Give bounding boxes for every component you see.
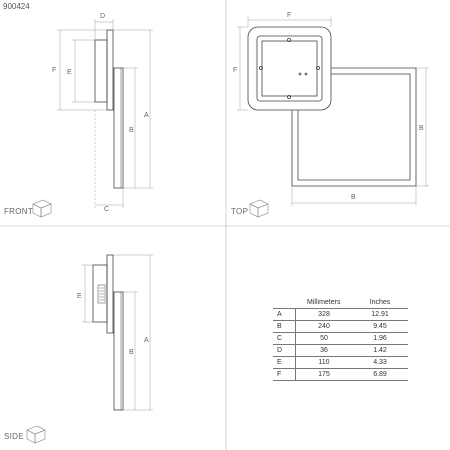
table-row: E 110 4.33 xyxy=(273,356,408,369)
top-view-cube-icon xyxy=(249,199,269,218)
row-key: D xyxy=(273,344,296,357)
row-inches: 9.45 xyxy=(352,320,408,333)
side-view xyxy=(92,254,124,411)
top-canopy-inner xyxy=(256,35,323,102)
table-row: A 328 12.91 xyxy=(273,308,408,321)
top-view xyxy=(247,26,417,187)
row-inches: 6.89 xyxy=(352,368,408,381)
dimensions-table: Millimeters Inches A 328 12.91 B 240 9.4… xyxy=(273,297,408,381)
side-dim-b: B xyxy=(129,349,134,356)
product-code: 900424 xyxy=(3,2,30,11)
row-millimeters: 175 xyxy=(295,368,352,381)
front-dim-f: F xyxy=(52,67,56,74)
front-canopy xyxy=(94,39,108,103)
row-key: A xyxy=(273,308,296,321)
front-view-cube-icon xyxy=(32,199,52,218)
table-header-millimeters: Millimeters xyxy=(295,297,352,309)
front-backplate xyxy=(106,29,114,111)
front-panel xyxy=(113,67,124,189)
row-key: C xyxy=(273,332,296,345)
top-dimensions xyxy=(237,17,429,206)
row-inches: 12.91 xyxy=(352,308,408,321)
front-dimensions xyxy=(57,19,153,208)
side-backplate xyxy=(106,254,114,334)
table-header-inches: Inches xyxy=(352,297,408,309)
front-dim-d: D xyxy=(100,13,105,20)
front-dim-a: A xyxy=(144,112,149,119)
table-header-key xyxy=(273,297,296,309)
row-key: F xyxy=(273,368,296,381)
top-dim-f-horizontal: F xyxy=(287,12,291,19)
side-panel xyxy=(113,291,124,411)
side-view-label: SIDE xyxy=(4,432,24,441)
row-millimeters: 36 xyxy=(295,344,352,357)
top-view-label: TOP xyxy=(231,207,249,216)
table-row: C 50 1.96 xyxy=(273,332,408,345)
front-dim-e: E xyxy=(67,69,72,76)
top-dim-b-horizontal: B xyxy=(351,194,356,201)
row-millimeters: 110 xyxy=(295,356,352,369)
front-dim-c: C xyxy=(104,206,109,213)
top-canopy-plate xyxy=(261,40,318,97)
row-millimeters: 328 xyxy=(295,308,352,321)
table-row: B 240 9.45 xyxy=(273,320,408,333)
row-millimeters: 240 xyxy=(295,320,352,333)
table-row: F 175 6.89 xyxy=(273,368,408,381)
table-header-row: Millimeters Inches xyxy=(273,297,408,309)
side-view-cube-icon xyxy=(26,425,46,444)
top-frame-inner xyxy=(297,73,411,181)
top-dim-f-vertical: F xyxy=(233,67,237,74)
row-inches: 1.42 xyxy=(352,344,408,357)
side-dimensions xyxy=(82,254,153,411)
row-millimeters: 50 xyxy=(295,332,352,345)
row-key: E xyxy=(273,356,296,369)
top-dim-b-vertical: B xyxy=(419,125,424,132)
row-inches: 1.96 xyxy=(352,332,408,345)
side-dim-e: E xyxy=(77,293,82,300)
front-view-label: FRONT xyxy=(4,207,34,216)
row-inches: 4.33 xyxy=(352,356,408,369)
row-key: B xyxy=(273,320,296,333)
top-frame-outer xyxy=(291,67,417,187)
front-view xyxy=(94,29,124,189)
top-canopy-outer xyxy=(247,26,332,111)
front-dim-b: B xyxy=(129,127,134,134)
table-row: D 36 1.42 xyxy=(273,344,408,357)
side-dim-a: A xyxy=(144,337,149,344)
